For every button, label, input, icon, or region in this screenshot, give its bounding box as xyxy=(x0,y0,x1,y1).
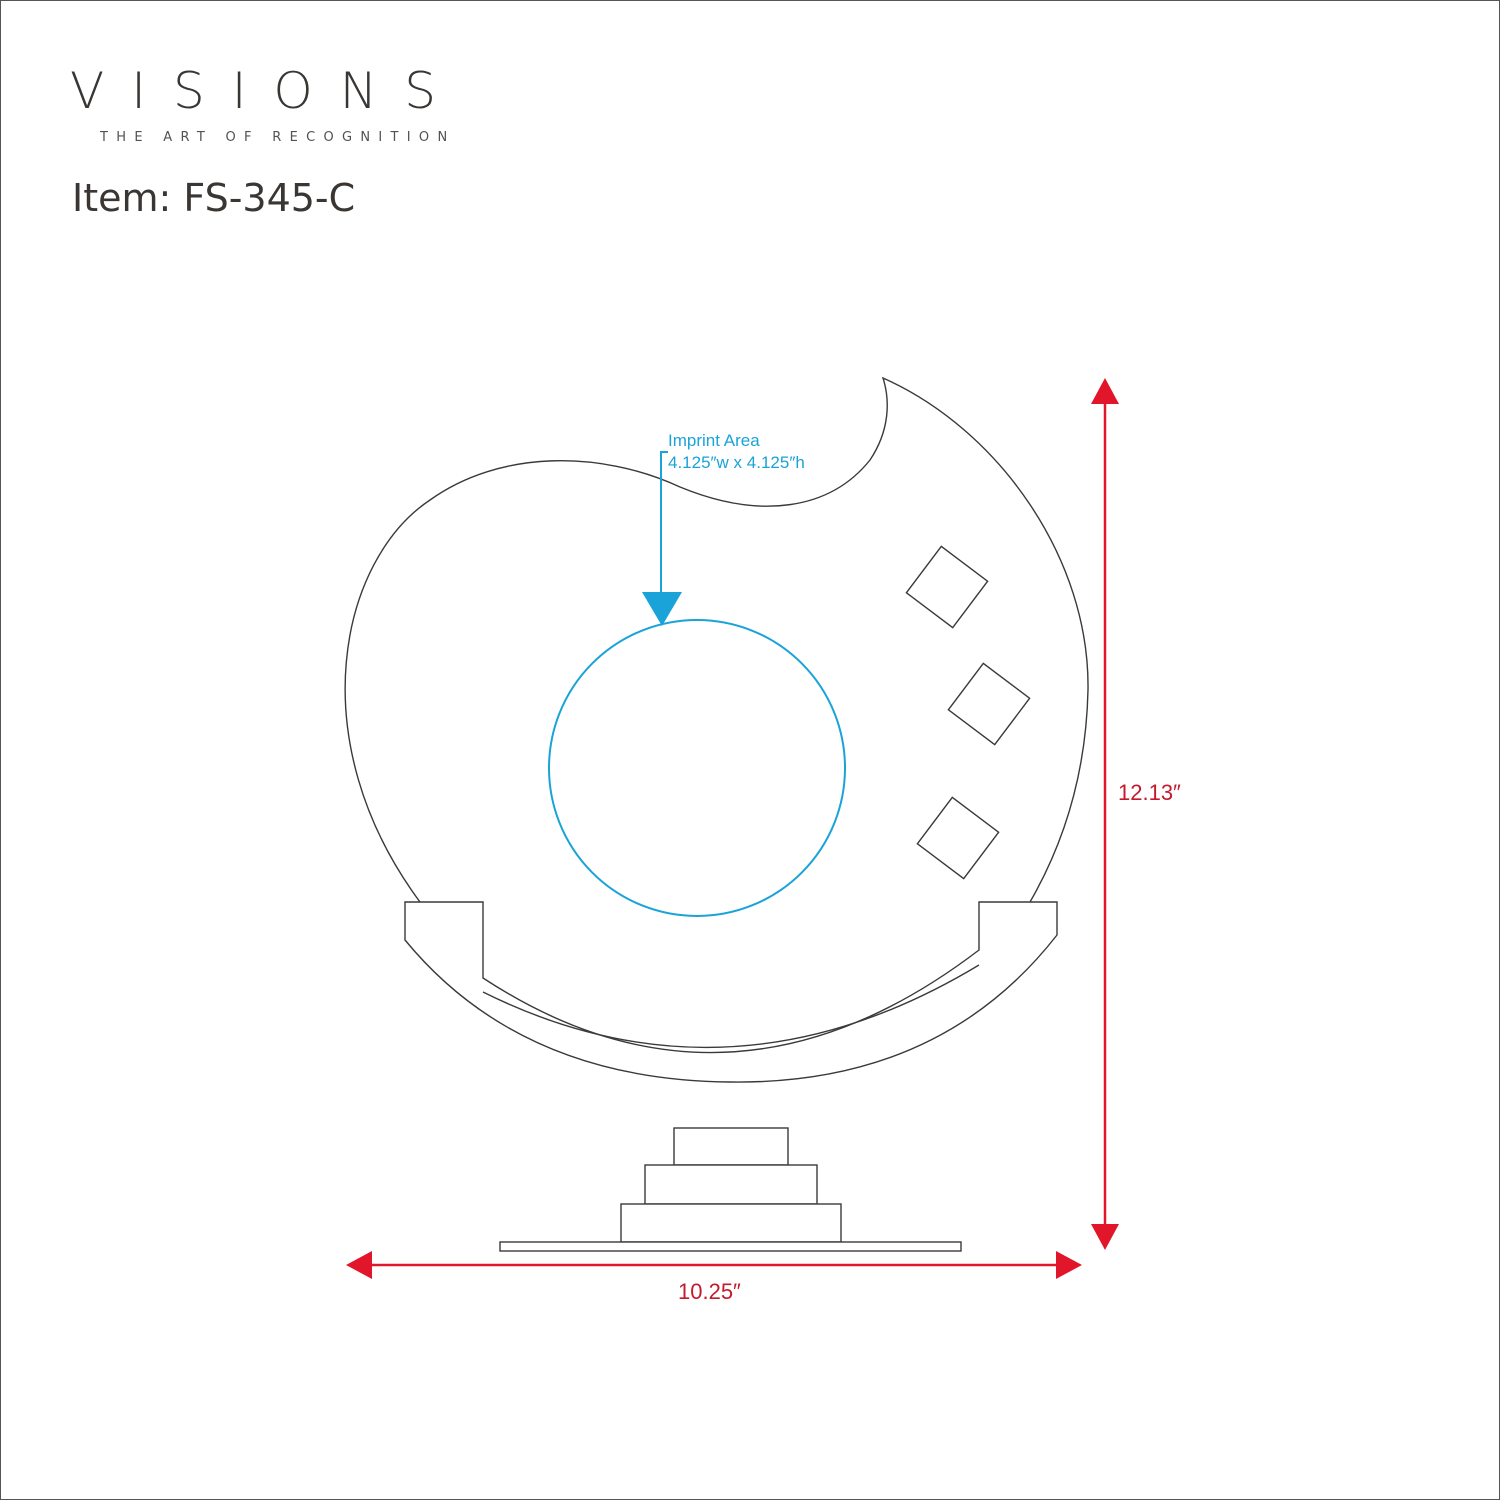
award-body-outline xyxy=(344,376,1089,903)
decor-diamond-top xyxy=(905,545,989,629)
imprint-arrow-head xyxy=(642,592,682,626)
holder-outline xyxy=(404,901,1058,1083)
stand-neck xyxy=(673,1127,789,1166)
stand-base-plate xyxy=(499,1241,962,1252)
height-arrow-bottom xyxy=(1091,1224,1119,1250)
item-title: Item: FS-345-C xyxy=(72,176,356,220)
imprint-size: 4.125″w x 4.125″h xyxy=(668,453,805,472)
stand-middle-block xyxy=(644,1164,818,1205)
width-arrow-left xyxy=(346,1251,372,1279)
width-dimension-label: 10.25″ xyxy=(678,1279,741,1304)
width-arrow-right xyxy=(1056,1251,1082,1279)
imprint-title: Imprint Area xyxy=(668,431,760,450)
height-dimension-label: 12.13″ xyxy=(1118,780,1181,805)
height-arrow-top xyxy=(1091,378,1119,404)
decor-diamond-bottom xyxy=(916,796,1000,880)
brand-tagline: THE ART OF RECOGNITION xyxy=(100,130,456,145)
decor-diamond-middle xyxy=(947,662,1031,746)
imprint-area-circle xyxy=(548,619,846,917)
holder-inner-curve xyxy=(482,964,980,1049)
brand-name: VISIONS xyxy=(70,62,463,120)
brand-logo: VISIONS THE ART OF RECOGNITION xyxy=(70,66,463,145)
stand-lower-block xyxy=(620,1203,842,1243)
imprint-leader-line xyxy=(660,451,668,596)
